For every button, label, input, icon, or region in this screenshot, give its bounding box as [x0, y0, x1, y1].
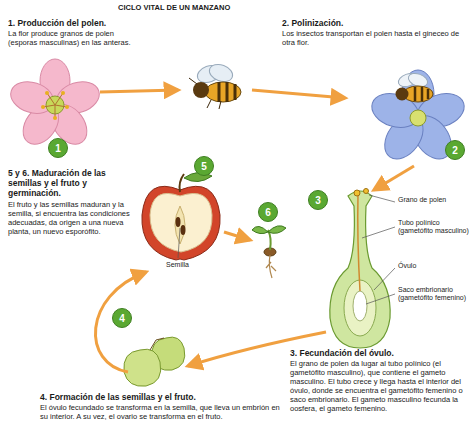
- caption-text: Tubo polínico (gametófito masculino): [398, 219, 470, 236]
- callout-number: 6: [258, 202, 278, 222]
- arrow: [95, 272, 146, 372]
- arrow: [374, 166, 414, 190]
- callout-number: 1: [48, 138, 68, 158]
- step-heading: 5 y 6. Maduración de las semillas y el f…: [8, 168, 130, 199]
- callout-number: 5: [194, 156, 214, 176]
- arrow: [100, 90, 178, 92]
- caption-text: Saco embrionario (gametófito femenino): [398, 286, 470, 303]
- callout-number: 4: [112, 308, 132, 328]
- label: La flor produce granos de polen (esporas…: [8, 29, 131, 47]
- label: 1. Producción del polen.: [8, 18, 106, 28]
- caption-text: El fruto y las semillas maduran y la sem…: [8, 200, 132, 236]
- label: Saco embrionario (gametófito femenino): [398, 286, 466, 301]
- step-heading: 4. Formación de las semillas y el fruto.: [40, 392, 285, 402]
- seedling: [252, 226, 286, 278]
- caption-text: El grano de polen da lugar al tubo polín…: [290, 359, 470, 413]
- green-fruits: [124, 337, 185, 386]
- label: El fruto y las semillas maduran y la sem…: [8, 200, 130, 236]
- arrow: [252, 90, 345, 98]
- number-text: 3: [315, 195, 321, 206]
- label: 2. Polinización.: [282, 18, 343, 28]
- caption-text: Semilla: [166, 261, 216, 269]
- label: Semilla: [166, 261, 189, 268]
- label: 4. Formación de las semillas y el fruto.: [40, 392, 196, 402]
- caption-text: Grano de polen: [398, 196, 468, 204]
- step-heading: 1. Producción del polen.: [8, 18, 140, 28]
- blue-flower: [367, 70, 468, 166]
- arrow: [224, 232, 250, 240]
- number-text: 4: [119, 313, 125, 324]
- number-text: 1: [55, 143, 61, 154]
- apple-cut: [142, 172, 220, 260]
- label: El óvulo fecundado se transforma en la s…: [40, 403, 280, 421]
- label: Grano de polen: [398, 196, 446, 203]
- label: Tubo polínico (gametófito masculino): [398, 219, 469, 234]
- caption-text: La flor produce granos de polen (esporas…: [8, 29, 140, 47]
- callout-number: 2: [445, 140, 465, 160]
- number-text: 5: [201, 161, 207, 172]
- caption-text: El óvulo fecundado se transforma en la s…: [40, 403, 285, 421]
- label: 5 y 6. Maduración de las semillas y el f…: [8, 168, 106, 198]
- label: Óvulo: [398, 262, 416, 269]
- caption-text: Óvulo: [398, 262, 458, 270]
- step-heading: 3. Fecundación del óvulo.: [290, 348, 470, 358]
- pistil: [330, 189, 395, 349]
- label: 3. Fecundación del óvulo.: [290, 348, 394, 358]
- bee: [189, 61, 241, 109]
- callout-number: 3: [308, 190, 328, 210]
- label: Los insectos transportan el polen hasta …: [282, 29, 459, 47]
- title-text: CICLO VITAL DE UN MANZANO: [118, 3, 230, 12]
- number-text: 6: [265, 207, 271, 218]
- caption-text: Los insectos transportan el polen hasta …: [282, 29, 464, 47]
- label: El grano de polen da lugar al tubo polín…: [290, 359, 463, 413]
- title: CICLO VITAL DE UN MANZANO: [118, 3, 230, 12]
- step-heading: 2. Polinización.: [282, 18, 464, 28]
- number-text: 2: [452, 145, 458, 156]
